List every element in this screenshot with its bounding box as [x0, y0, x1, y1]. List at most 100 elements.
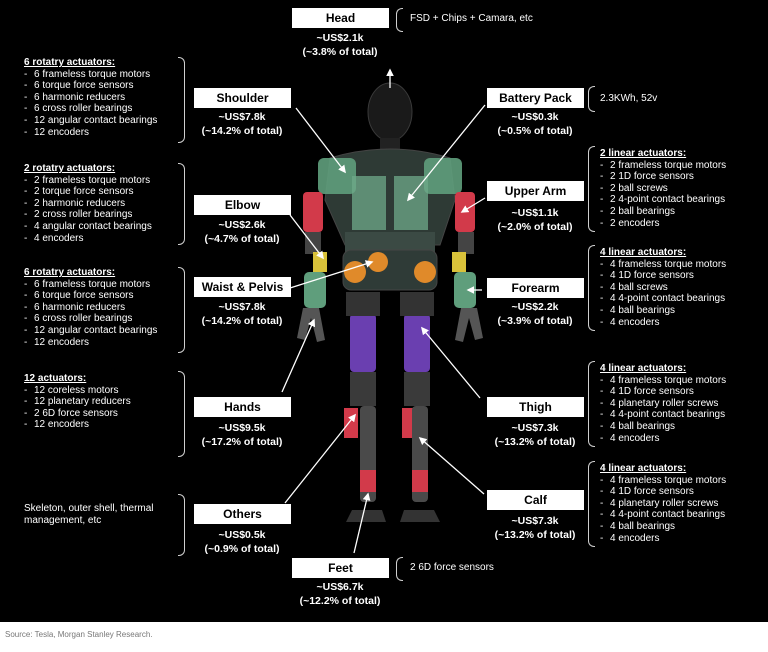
- robot-illustration: [281, 68, 486, 554]
- waist-label: Waist & Pelvis: [194, 277, 291, 297]
- thigh-detail-heading: 4 linear actuators:: [600, 363, 687, 374]
- forearm-detail-item: 4 frameless torque motors: [600, 259, 726, 271]
- shoulder-detail-heading: 6 rotatry actuators:: [24, 57, 116, 68]
- thigh-detail-item: 4 frameless torque motors: [600, 375, 726, 387]
- forearm-detail-item: 4 4-point contact bearings: [600, 293, 726, 305]
- forearm-detail-item: 4 encoders: [600, 317, 726, 329]
- hands-detail-item: 12 coreless motors: [24, 385, 131, 397]
- hands-cost: ~US$9.5k: [218, 422, 266, 434]
- thigh-label: Thigh: [487, 397, 584, 417]
- waist-detail: 6 rotatry actuators: 6 frameless torque …: [24, 267, 157, 348]
- battery-cost: ~US$0.3k: [511, 111, 559, 123]
- waist-share: (~14.2% of total): [201, 315, 283, 327]
- upperarm-detail-item: 2 encoders: [600, 218, 726, 230]
- battery-label: Battery Pack: [487, 88, 584, 108]
- others-label: Others: [194, 504, 291, 524]
- elbow-detail-heading: 2 rotatry actuators:: [24, 163, 116, 174]
- elbow-detail-item: 2 cross roller bearings: [24, 209, 152, 221]
- upperarm-label: Upper Arm: [487, 181, 584, 201]
- forearm-detail-item: 4 ball screws: [600, 282, 726, 294]
- calf-detail-item: 4 1D force sensors: [600, 486, 726, 498]
- forearm-detail-heading: 4 linear actuators:: [600, 247, 687, 258]
- hands-detail-item: 12 planetary reducers: [24, 396, 131, 408]
- upperarm-detail: 2 linear actuators: 2 frameless torque m…: [600, 148, 726, 229]
- calf-detail-item: 4 planetary roller screws: [600, 498, 726, 510]
- head-note: FSD + Chips + Camara, etc: [410, 13, 533, 24]
- diagram-canvas: Head ~US$2.1k (~3.8% of total) FSD + Chi…: [0, 0, 768, 622]
- thigh-share: (~13.2% of total): [494, 436, 576, 448]
- elbow-detail: 2 rotatry actuators: 2 frameless torque …: [24, 163, 152, 244]
- shoulder-label: Shoulder: [194, 88, 291, 108]
- calf-label: Calf: [487, 490, 584, 510]
- elbow-label: Elbow: [194, 195, 291, 215]
- shoulder-detail-item: 6 harmonic reducers: [24, 92, 157, 104]
- head-cost: ~US$2.1k: [316, 32, 364, 44]
- head-label: Head: [292, 8, 389, 28]
- forearm-bracket: [588, 245, 595, 331]
- robot-head-icon: [367, 82, 413, 142]
- forearm-cost: ~US$2.2k: [511, 301, 559, 313]
- elbow-detail-item: 4 angular contact bearings: [24, 221, 152, 233]
- shoulder-detail-item: 6 torque force sensors: [24, 80, 157, 92]
- shoulder-detail-item: 12 encoders: [24, 127, 157, 139]
- upperarm-detail-item: 2 4-point contact bearings: [600, 194, 726, 206]
- elbow-share: (~4.7% of total): [204, 233, 280, 245]
- waist-detail-item: 6 frameless torque motors: [24, 279, 157, 291]
- waist-detail-item: 6 torque force sensors: [24, 290, 157, 302]
- upperarm-arrow: [460, 197, 486, 213]
- upperarm-detail-item: 2 ball bearings: [600, 206, 726, 218]
- calf-detail-item: 4 encoders: [600, 533, 726, 545]
- upperarm-bracket: [588, 146, 595, 232]
- hands-detail-item: 2 6D force sensors: [24, 408, 131, 420]
- elbow-detail-item: 2 torque force sensors: [24, 186, 152, 198]
- upperarm-detail-item: 2 frameless torque motors: [600, 160, 726, 172]
- calf-share: (~13.2% of total): [494, 529, 576, 541]
- shoulder-detail-item: 6 cross roller bearings: [24, 103, 157, 115]
- thigh-detail-item: 4 planetary roller screws: [600, 398, 726, 410]
- upperarm-share: (~2.0% of total): [497, 221, 573, 233]
- calf-detail: 4 linear actuators: 4 frameless torque m…: [600, 463, 726, 544]
- thigh-bracket: [588, 361, 595, 447]
- waist-detail-item: 6 harmonic reducers: [24, 302, 157, 314]
- calf-detail-item: 4 4-point contact bearings: [600, 509, 726, 521]
- feet-share: (~12.2% of total): [299, 595, 381, 607]
- shoulder-detail-item: 12 angular contact bearings: [24, 115, 157, 127]
- upperarm-detail-item: 2 1D force sensors: [600, 171, 726, 183]
- calf-detail-item: 4 ball bearings: [600, 521, 726, 533]
- upperarm-detail-heading: 2 linear actuators:: [600, 148, 687, 159]
- thigh-detail-item: 4 1D force sensors: [600, 386, 726, 398]
- elbow-cost: ~US$2.6k: [218, 219, 266, 231]
- shoulder-detail: 6 rotatry actuators: 6 frameless torque …: [24, 57, 157, 138]
- forearm-label: Forearm: [487, 278, 584, 298]
- others-cost: ~US$0.5k: [218, 529, 266, 541]
- upperarm-cost: ~US$1.1k: [511, 207, 559, 219]
- feet-cost: ~US$6.7k: [316, 581, 364, 593]
- elbow-detail-item: 2 harmonic reducers: [24, 198, 152, 210]
- calf-arrow: [418, 436, 485, 495]
- thigh-cost: ~US$7.3k: [511, 422, 559, 434]
- head-bracket: [396, 8, 403, 32]
- others-share: (~0.9% of total): [204, 543, 280, 555]
- thigh-detail-item: 4 ball bearings: [600, 421, 726, 433]
- battery-bracket: [588, 86, 595, 112]
- head-share: (~3.8% of total): [302, 46, 378, 58]
- forearm-detail-item: 4 1D force sensors: [600, 270, 726, 282]
- forearm-share: (~3.9% of total): [497, 315, 573, 327]
- thigh-detail-item: 4 encoders: [600, 433, 726, 445]
- waist-detail-item: 12 encoders: [24, 337, 157, 349]
- waist-detail-item: 12 angular contact bearings: [24, 325, 157, 337]
- source-note: Source: Tesla, Morgan Stanley Research.: [5, 630, 153, 639]
- calf-cost: ~US$7.3k: [511, 515, 559, 527]
- feet-arrow: [353, 492, 371, 554]
- elbow-arrow: [289, 214, 324, 260]
- calf-detail-item: 4 frameless torque motors: [600, 475, 726, 487]
- calf-bracket: [588, 461, 595, 547]
- shoulder-detail-item: 6 frameless torque motors: [24, 69, 157, 81]
- feet-note: 2 6D force sensors: [410, 562, 494, 573]
- shoulder-arrow: [295, 107, 346, 174]
- hands-share: (~17.2% of total): [201, 436, 283, 448]
- waist-cost: ~US$7.8k: [218, 301, 266, 313]
- hands-detail-heading: 12 actuators:: [24, 373, 87, 384]
- thigh-detail-item: 4 4-point contact bearings: [600, 409, 726, 421]
- thigh-detail: 4 linear actuators: 4 frameless torque m…: [600, 363, 726, 444]
